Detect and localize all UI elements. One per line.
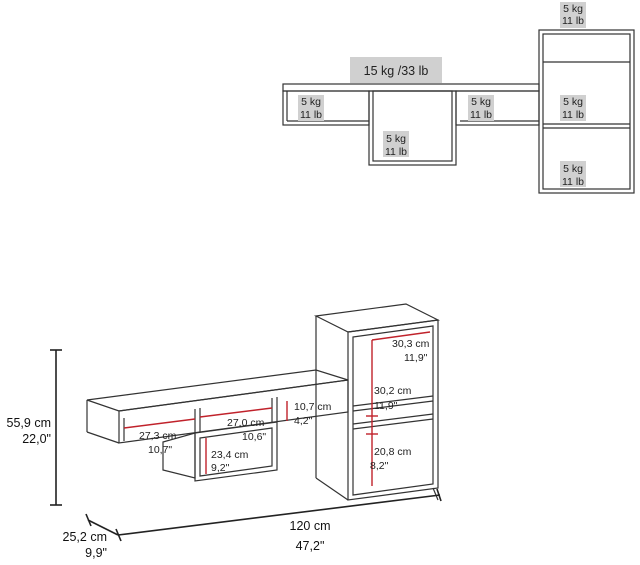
long-shelf-bottom-edge bbox=[86, 431, 120, 444]
load-tower-bottom-kg: 5 kg bbox=[563, 163, 583, 175]
dim-left-cube-line bbox=[123, 418, 196, 429]
dim-drop-w-cm: 27,0 cm bbox=[227, 417, 265, 429]
dim-tower-mid-cm: 30,2 cm bbox=[374, 385, 412, 397]
dim-tower-top-line bbox=[371, 331, 431, 341]
load-left-lb: 11 lb bbox=[300, 109, 322, 121]
load-badge-mid bbox=[468, 95, 494, 121]
load-top-kg: 5 kg bbox=[563, 3, 583, 15]
tower-outline bbox=[538, 29, 635, 194]
dim-mid-h-cm: 10,7 cm bbox=[294, 401, 332, 413]
dim-tower-top-in: 11,9" bbox=[404, 352, 428, 364]
tower-shelf-1b bbox=[352, 400, 434, 412]
tower-inner bbox=[542, 33, 631, 190]
load-badge-drop bbox=[383, 131, 409, 157]
dim-width-tick bbox=[436, 488, 442, 502]
tower-front bbox=[347, 319, 439, 501]
dimension-drawing: 27,3 cm 10,7" 27,0 cm 10,6" 23,4 cm 9,2"… bbox=[7, 303, 442, 560]
dim-left-cube-in: 10,7" bbox=[148, 444, 172, 456]
long-shelf-board bbox=[282, 83, 540, 92]
dim-left-cube-cm: 27,3 cm bbox=[139, 430, 177, 442]
dim-drop-h-in: 9,2" bbox=[211, 462, 230, 474]
tower-inner bbox=[352, 325, 434, 496]
dim-depth-line bbox=[87, 519, 119, 536]
dim-depth-in: 9,9" bbox=[85, 546, 107, 560]
drop-cube bbox=[368, 90, 457, 166]
load-mid-lb: 11 lb bbox=[470, 109, 492, 121]
load-badge-left bbox=[298, 95, 324, 121]
load-badge-tower-mid bbox=[560, 95, 586, 121]
load-top-lb: 11 lb bbox=[562, 15, 584, 27]
dim-mid-h-in: 4,2" bbox=[294, 415, 313, 427]
dim-depth-cm: 25,2 cm bbox=[63, 530, 107, 544]
load-tower-mid-kg: 5 kg bbox=[563, 96, 583, 108]
tower-shelf-1 bbox=[352, 395, 434, 407]
dim-depth-tick-a bbox=[85, 513, 92, 527]
tower-bottom-edge bbox=[315, 477, 349, 501]
load-badge-total bbox=[350, 57, 442, 83]
mid-cube bbox=[455, 90, 540, 126]
dim-width-line bbox=[117, 494, 441, 536]
load-diagram: 5 kg 11 lb 15 kg /33 lb 5 kg 11 lb 5 kg … bbox=[282, 2, 635, 194]
load-mid-kg: 5 kg bbox=[471, 96, 491, 108]
dim-tower-bottom-cm: 20,8 cm bbox=[374, 446, 412, 458]
tower-shelf-2b bbox=[352, 418, 434, 430]
load-badge-tower-bottom bbox=[560, 161, 586, 187]
load-drop-lb: 11 lb bbox=[385, 146, 407, 158]
dim-drop-h-cm: 23,4 cm bbox=[211, 449, 249, 461]
dim-height-in: 22,0" bbox=[22, 432, 51, 446]
tower-shelf-2 bbox=[352, 413, 434, 425]
dim-drop-w-in: 10,6" bbox=[242, 431, 266, 443]
load-drop-kg: 5 kg bbox=[386, 133, 406, 145]
dim-height-cm: 55,9 cm bbox=[7, 416, 51, 430]
load-badge-top bbox=[560, 2, 586, 28]
drop-cube-inner bbox=[199, 427, 273, 477]
dim-drop-w-line bbox=[199, 407, 273, 418]
tower-foot bbox=[432, 487, 439, 501]
load-left-kg: 5 kg bbox=[301, 96, 321, 108]
load-tower-bottom-lb: 11 lb bbox=[562, 176, 584, 188]
drop-cube-front bbox=[194, 421, 278, 482]
left-cube bbox=[282, 90, 370, 126]
dim-width-cm: 120 cm bbox=[290, 519, 331, 533]
dim-width-in: 47,2" bbox=[296, 539, 325, 553]
load-tower-mid-lb: 11 lb bbox=[562, 109, 584, 121]
dim-tower-bottom-in: 8,2" bbox=[370, 460, 389, 472]
dim-tower-top-cm: 30,3 cm bbox=[392, 338, 430, 350]
drop-cube-inner bbox=[372, 90, 453, 162]
dim-tower-mid-in: 11,9" bbox=[374, 400, 398, 412]
load-total: 15 kg /33 lb bbox=[364, 64, 429, 78]
